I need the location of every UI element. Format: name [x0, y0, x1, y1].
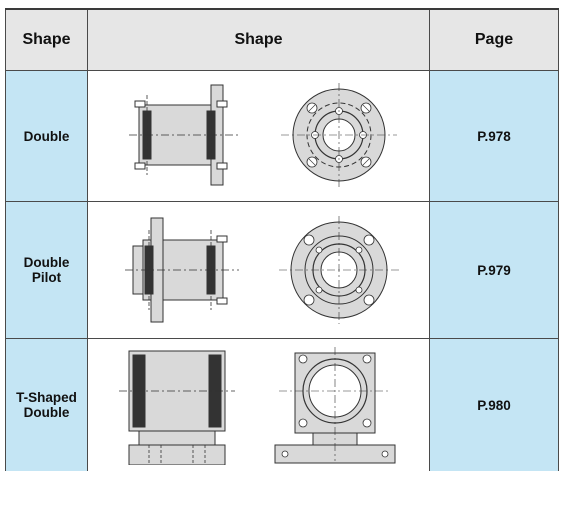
t-shaped-double-housing-drawing-icon [118, 347, 395, 465]
double-pilot-flange-drawing-icon [124, 216, 399, 324]
column-header-shape: Shape [5, 8, 88, 71]
table-row: Double [5, 70, 559, 202]
table-row: Double Pilot [5, 201, 559, 339]
shape-label: Double [23, 128, 70, 144]
double-flange-drawing-icon [128, 83, 397, 187]
table-row: T-Shaped Double [5, 338, 559, 471]
shape-table: Shape Shape Page Double [5, 8, 559, 471]
page-reference: P.978 [477, 128, 511, 144]
page-reference: P.979 [477, 262, 511, 278]
shape-label: T-Shaped Double [16, 390, 77, 420]
shape-label: Double Pilot [23, 255, 70, 285]
page-reference-cell: P.980 [429, 338, 559, 471]
column-header-page: Page [429, 8, 559, 71]
page-reference: P.980 [477, 397, 511, 413]
shape-drawing-cell [87, 70, 430, 202]
shape-drawing-cell [87, 338, 430, 471]
shape-label-cell: T-Shaped Double [5, 338, 88, 471]
shape-drawing-cell [87, 201, 430, 339]
table-header-row: Shape Shape Page [5, 8, 559, 71]
page-reference-cell: P.979 [429, 201, 559, 339]
shape-label-cell: Double Pilot [5, 201, 88, 339]
column-header-shape-drawing: Shape [87, 8, 430, 71]
shape-label-cell: Double [5, 70, 88, 202]
page-reference-cell: P.978 [429, 70, 559, 202]
